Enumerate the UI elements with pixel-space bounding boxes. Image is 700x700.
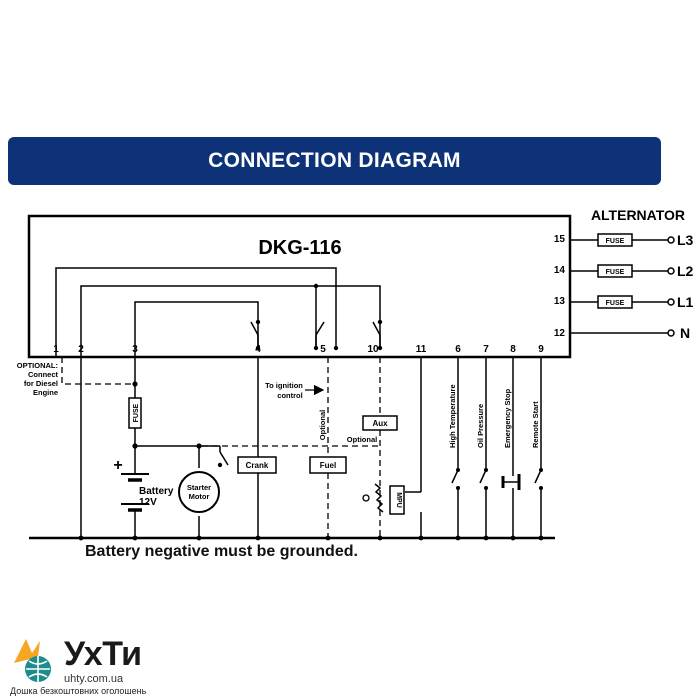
optional-wiring: [61, 357, 381, 538]
terminal-10: 10: [367, 344, 379, 355]
terminal-dot-n: [667, 329, 675, 337]
svg-text:Crank: Crank: [246, 461, 269, 470]
logo-name: УхТи: [64, 635, 142, 673]
logo-domain: uhty.com.ua: [64, 673, 124, 685]
starter-motor: Starter Motor: [178, 471, 220, 513]
fuse-l3: FUSE: [597, 233, 633, 247]
external-wiring: [80, 357, 542, 538]
battery-symbol: + Battery 12V: [113, 457, 174, 512]
aux-relay: Aux: [362, 415, 398, 431]
optional-label-4: Engine: [33, 388, 58, 397]
terminal-9: 9: [538, 344, 544, 355]
terminal-8: 8: [510, 344, 516, 355]
emergency-stop-label: Emergency Stop: [503, 388, 512, 448]
phase-l3: L3: [677, 232, 694, 248]
fuel-relay: Fuel: [309, 456, 347, 474]
high-temp-label: High Temperature: [448, 384, 457, 448]
optional-label-1: OPTIONAL:: [17, 361, 58, 370]
terminal-13: 13: [554, 296, 566, 307]
fuse-l2: FUSE: [597, 264, 633, 278]
terminal-14: 14: [554, 265, 566, 276]
ignition-label-2: control: [277, 391, 302, 400]
fuse-battery: FUSE: [128, 397, 142, 429]
svg-text:FUSE: FUSE: [606, 238, 625, 245]
svg-text:12V: 12V: [139, 497, 157, 508]
optional-aux-label: Optional: [347, 435, 377, 444]
logo-icon: [14, 639, 51, 682]
svg-text:FUSE: FUSE: [133, 403, 140, 422]
terminal-dot-l1: [667, 298, 675, 306]
phase-n: N: [680, 325, 690, 341]
optional-label-2: Connect: [28, 370, 59, 379]
banner-title: CONNECTION DIAGRAM: [208, 149, 461, 172]
svg-text:Battery: Battery: [139, 486, 174, 497]
fuse-l1: FUSE: [597, 295, 633, 309]
terminal-7: 7: [483, 344, 489, 355]
svg-text:FUSE: FUSE: [606, 300, 625, 307]
svg-text:MPU: MPU: [395, 492, 402, 508]
crank-relay: Crank: [237, 456, 277, 474]
terminal-6: 6: [455, 344, 461, 355]
title-banner: CONNECTION DIAGRAM: [8, 137, 661, 185]
ground-note: Battery negative must be grounded.: [85, 543, 358, 560]
svg-text:Aux: Aux: [372, 419, 388, 428]
terminal-dot-l2: [667, 267, 675, 275]
terminal-5: 5: [320, 344, 326, 355]
emergency-stop-switch: [501, 470, 521, 492]
optional-fuel-label: Optional: [318, 410, 327, 440]
svg-text:FUSE: FUSE: [606, 269, 625, 276]
terminal-15: 15: [554, 234, 566, 245]
ignition-label-1: To ignition: [265, 381, 303, 390]
phase-l1: L1: [677, 294, 694, 310]
alternator-title: ALTERNATOR: [591, 207, 685, 223]
remote-start-label: Remote Start: [531, 401, 540, 448]
svg-text:+: +: [113, 457, 122, 474]
svg-text:Fuel: Fuel: [320, 461, 336, 470]
module-box: [27, 214, 572, 359]
internal-wiring: [55, 267, 381, 357]
phase-l2: L2: [677, 263, 694, 279]
svg-text:Starter: Starter: [187, 483, 211, 492]
mpu-sensor: MPU: [362, 483, 405, 515]
logo-tagline: Дошка безкоштовних оголошень: [10, 686, 147, 696]
terminal-12: 12: [554, 328, 566, 339]
terminal-11: 11: [416, 344, 427, 355]
site-logo[interactable]: УхТи uhty.com.ua Дошка безкоштовних огол…: [8, 633, 178, 697]
optional-label-3: for Diesel: [24, 379, 58, 388]
oil-pressure-label: Oil Pressure: [476, 404, 485, 448]
svg-text:Motor: Motor: [189, 492, 210, 501]
terminal-dot-l3: [667, 236, 675, 244]
module-name: DKG-116: [258, 237, 341, 259]
